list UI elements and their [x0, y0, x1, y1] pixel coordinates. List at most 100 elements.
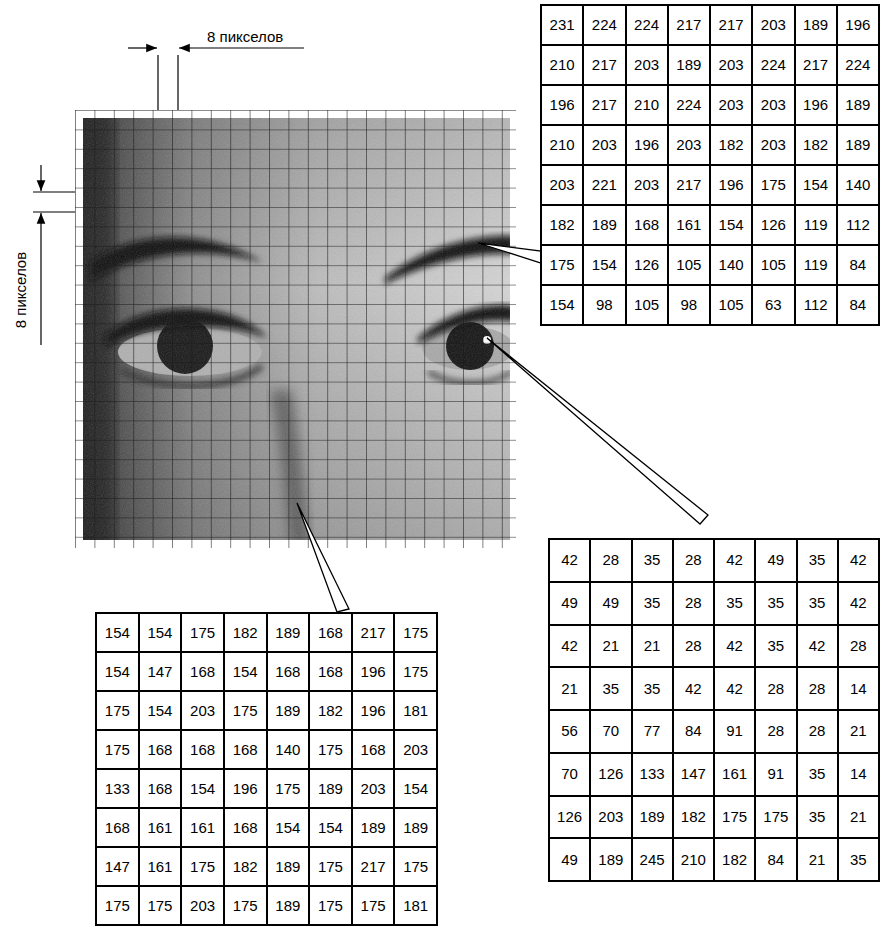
table-cell-box: 154: [310, 809, 351, 846]
table-cell-box: 189: [838, 126, 878, 164]
table-cell-box: 42: [550, 540, 589, 581]
table-cell-box: 175: [268, 770, 309, 807]
table-cell: 224: [761, 57, 786, 73]
table-cell-box: 35: [715, 583, 754, 624]
table-cell-box: 35: [633, 583, 672, 624]
table-cell: 175: [403, 859, 428, 875]
table-cell-box: 77: [633, 711, 672, 752]
table-cell: 168: [634, 217, 659, 233]
table-cell-box: 154: [140, 614, 181, 651]
table-cell: 203: [598, 809, 623, 825]
table-cell-box: 42: [550, 626, 589, 667]
table-cell-box: 189: [268, 692, 309, 729]
table-cell-box: 217: [584, 86, 624, 124]
table-cell-box: 189: [669, 46, 709, 84]
table-cell-box: 181: [395, 692, 436, 729]
pixel-grid: [75, 110, 516, 548]
table-cell-box: 203: [753, 86, 793, 124]
table-cell: 35: [768, 595, 785, 611]
table-cell: 105: [634, 297, 659, 313]
table-cell-box: 196: [225, 770, 266, 807]
table-cell-box: 168: [182, 653, 223, 690]
table-cell: 154: [233, 664, 258, 680]
table-cell: 168: [190, 664, 215, 680]
table-cell: 63: [765, 297, 782, 313]
table-cell-box: 28: [674, 540, 713, 581]
table-cell: 161: [147, 820, 172, 836]
table-cell: 175: [233, 703, 258, 719]
table-cell: 133: [105, 781, 130, 797]
table-cell: 181: [403, 898, 428, 914]
leader-pointer: [478, 243, 541, 263]
table-cell-box: 203: [753, 6, 793, 44]
dimension-label: 8 пикселов: [12, 252, 29, 328]
table-cell: 175: [275, 781, 300, 797]
table-cell-box: 140: [838, 166, 878, 204]
table-cell: 168: [275, 664, 300, 680]
table-cell-box: 217: [711, 6, 751, 44]
table-cell-box: 203: [627, 46, 667, 84]
table-cell: 42: [561, 638, 578, 654]
table-cell: 42: [685, 681, 702, 697]
table-cell: 161: [147, 859, 172, 875]
table-cell: 189: [598, 852, 623, 868]
table-cell: 189: [845, 137, 870, 153]
pixel-value-table: 1541541751821891682171751541471681541681…: [95, 612, 438, 926]
table-cell-box: 217: [353, 848, 394, 885]
table-cell-box: 105: [753, 246, 793, 284]
table-cell-box: 175: [542, 246, 582, 284]
table-cell-box: 154: [395, 770, 436, 807]
table-cell-box: 42: [839, 540, 878, 581]
table-cell: 35: [768, 638, 785, 654]
table-cell: 168: [361, 742, 386, 758]
table-cell: 175: [403, 625, 428, 641]
table-cell-box: 189: [584, 206, 624, 244]
table-cell: 189: [275, 703, 300, 719]
table-cell-box: 203: [669, 126, 709, 164]
table-cell-box: 35: [633, 540, 672, 581]
table-cell-box: 210: [627, 86, 667, 124]
table-cell-box: 217: [669, 6, 709, 44]
table-cell-box: 14: [839, 668, 878, 709]
table-cell: 42: [726, 638, 743, 654]
table-cell: 203: [190, 898, 215, 914]
table-cell-box: 168: [310, 653, 351, 690]
table-cell: 28: [685, 552, 702, 568]
table-cell-box: 175: [310, 887, 351, 924]
table-cell-box: 91: [756, 754, 795, 795]
table-cell: 140: [845, 177, 870, 193]
table-cell: 210: [550, 57, 575, 73]
leader-pointer: [297, 503, 349, 612]
table-cell-box: 196: [796, 86, 836, 124]
table-cell-box: 98: [669, 286, 709, 324]
table-cell: 189: [361, 820, 386, 836]
table-cell-box: 126: [753, 206, 793, 244]
table-cell-box: 154: [140, 692, 181, 729]
table-cell: 21: [603, 638, 620, 654]
table-cell: 105: [719, 297, 744, 313]
table-cell: 21: [850, 809, 867, 825]
table-cell-box: 203: [711, 46, 751, 84]
table-cell-box: 161: [182, 809, 223, 846]
table-cell-box: 210: [674, 839, 713, 880]
table-cell: 56: [561, 723, 578, 739]
table-cell-box: 28: [798, 711, 837, 752]
table-cell-box: 161: [140, 848, 181, 885]
table-cell: 175: [403, 664, 428, 680]
table-cell-box: 35: [633, 668, 672, 709]
table-cell: 21: [561, 681, 578, 697]
table-cell: 161: [722, 766, 747, 782]
table-cell-box: 154: [97, 614, 138, 651]
table-cell: 49: [603, 595, 620, 611]
table-cell: 217: [803, 57, 828, 73]
table-cell: 147: [105, 859, 130, 875]
table-cell: 35: [809, 809, 826, 825]
table-cell-box: 175: [353, 887, 394, 924]
table-cell: 175: [722, 809, 747, 825]
table-cell-box: 21: [798, 839, 837, 880]
table-cell-box: 28: [756, 711, 795, 752]
table-cell: 175: [318, 859, 343, 875]
table-cell-box: 70: [550, 754, 589, 795]
table-cell-box: 49: [591, 583, 630, 624]
table-cell: 77: [644, 723, 661, 739]
